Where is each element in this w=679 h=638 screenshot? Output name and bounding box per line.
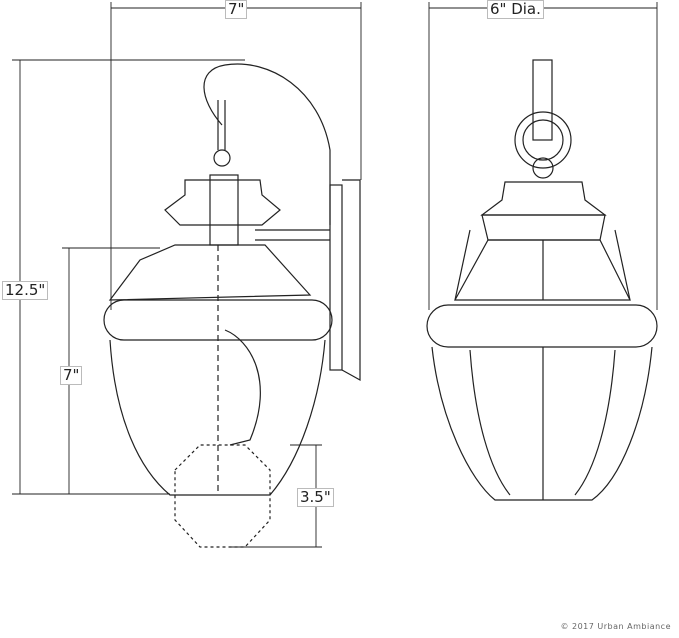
bulb-extension-dimension-label: 3.5" [297, 488, 334, 507]
dimension-lines [12, 2, 658, 548]
body-height-dimension-label: 7" [60, 366, 83, 385]
copyright-text: © 2017 Urban Ambiance [560, 622, 671, 631]
front-view-lantern [426, 59, 658, 501]
diameter-dimension-label: 6" Dia. [487, 0, 544, 19]
side-view-lantern [103, 63, 361, 548]
width-dimension-label: 7" [225, 0, 248, 19]
total-height-dimension-label: 12.5" [2, 281, 49, 300]
